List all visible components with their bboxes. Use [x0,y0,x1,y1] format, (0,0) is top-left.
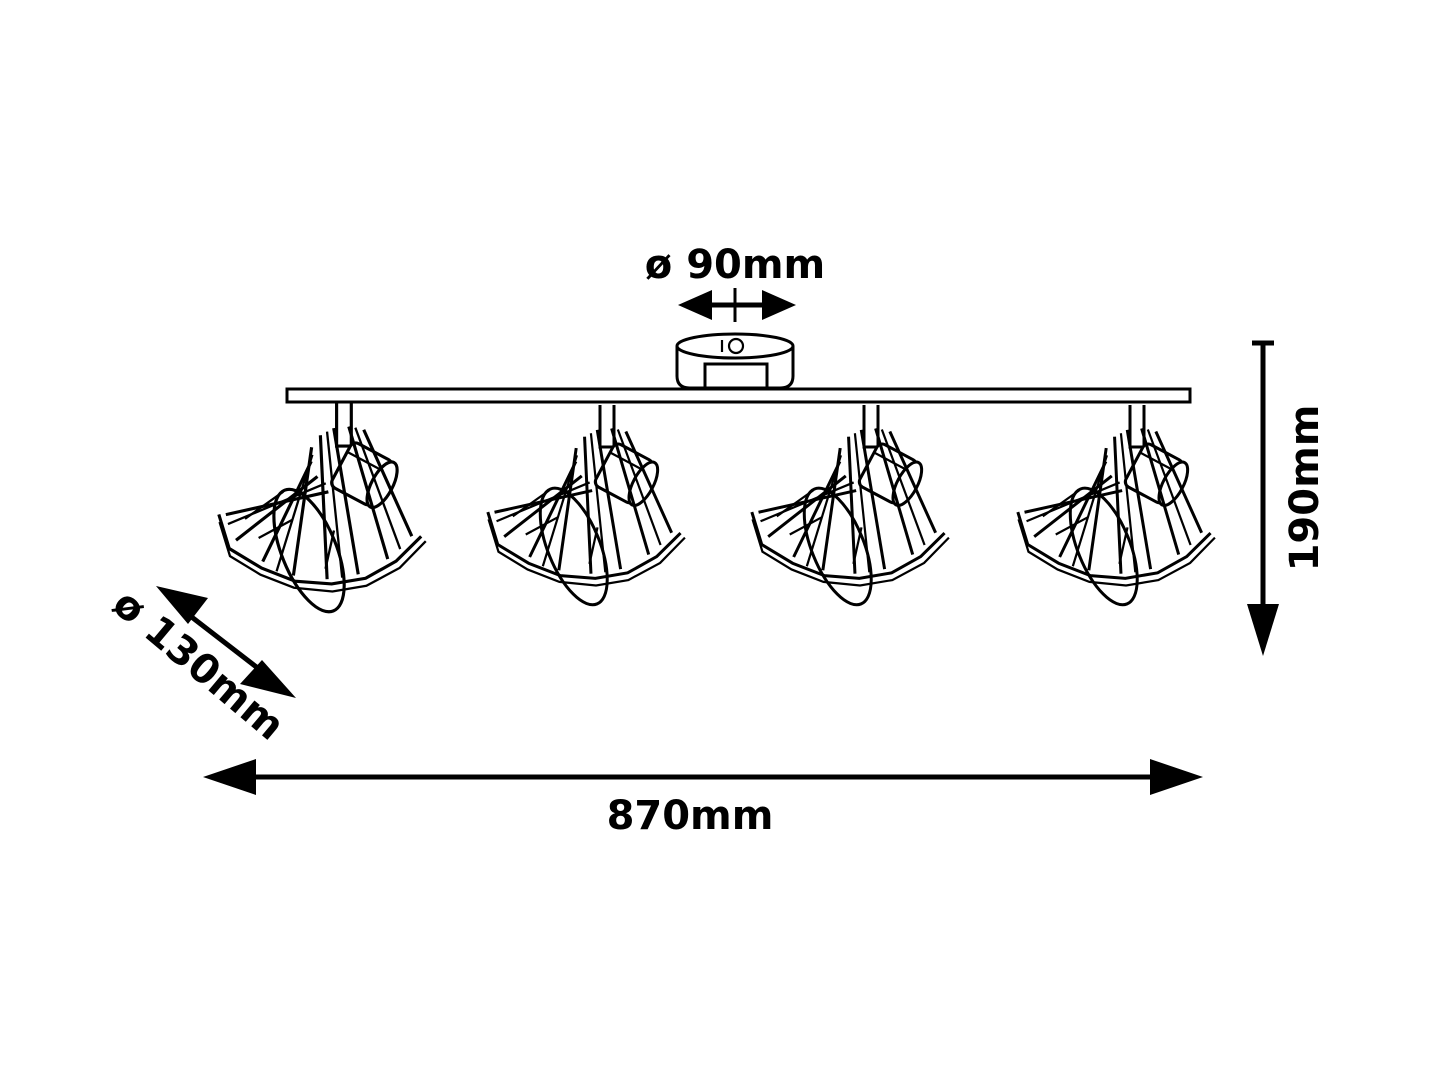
spotlight-4 [992,390,1248,645]
shade-diameter-dimension: ø 130mm [104,580,296,750]
length-label: 870mm [607,793,774,839]
mounting-bar [285,387,1192,404]
spotlight-1 [192,386,460,654]
height-label: 190mm [1282,405,1328,572]
spotlight-2 [462,390,718,645]
spotlight-3 [726,390,982,645]
canopy-diameter-label: ø 90mm [645,242,825,288]
canopy [675,332,795,390]
height-dimension: 190mm [1247,340,1328,656]
length-dimension: 870mm [203,759,1203,839]
canopy-diameter-dimension: ø 90mm [645,242,825,322]
